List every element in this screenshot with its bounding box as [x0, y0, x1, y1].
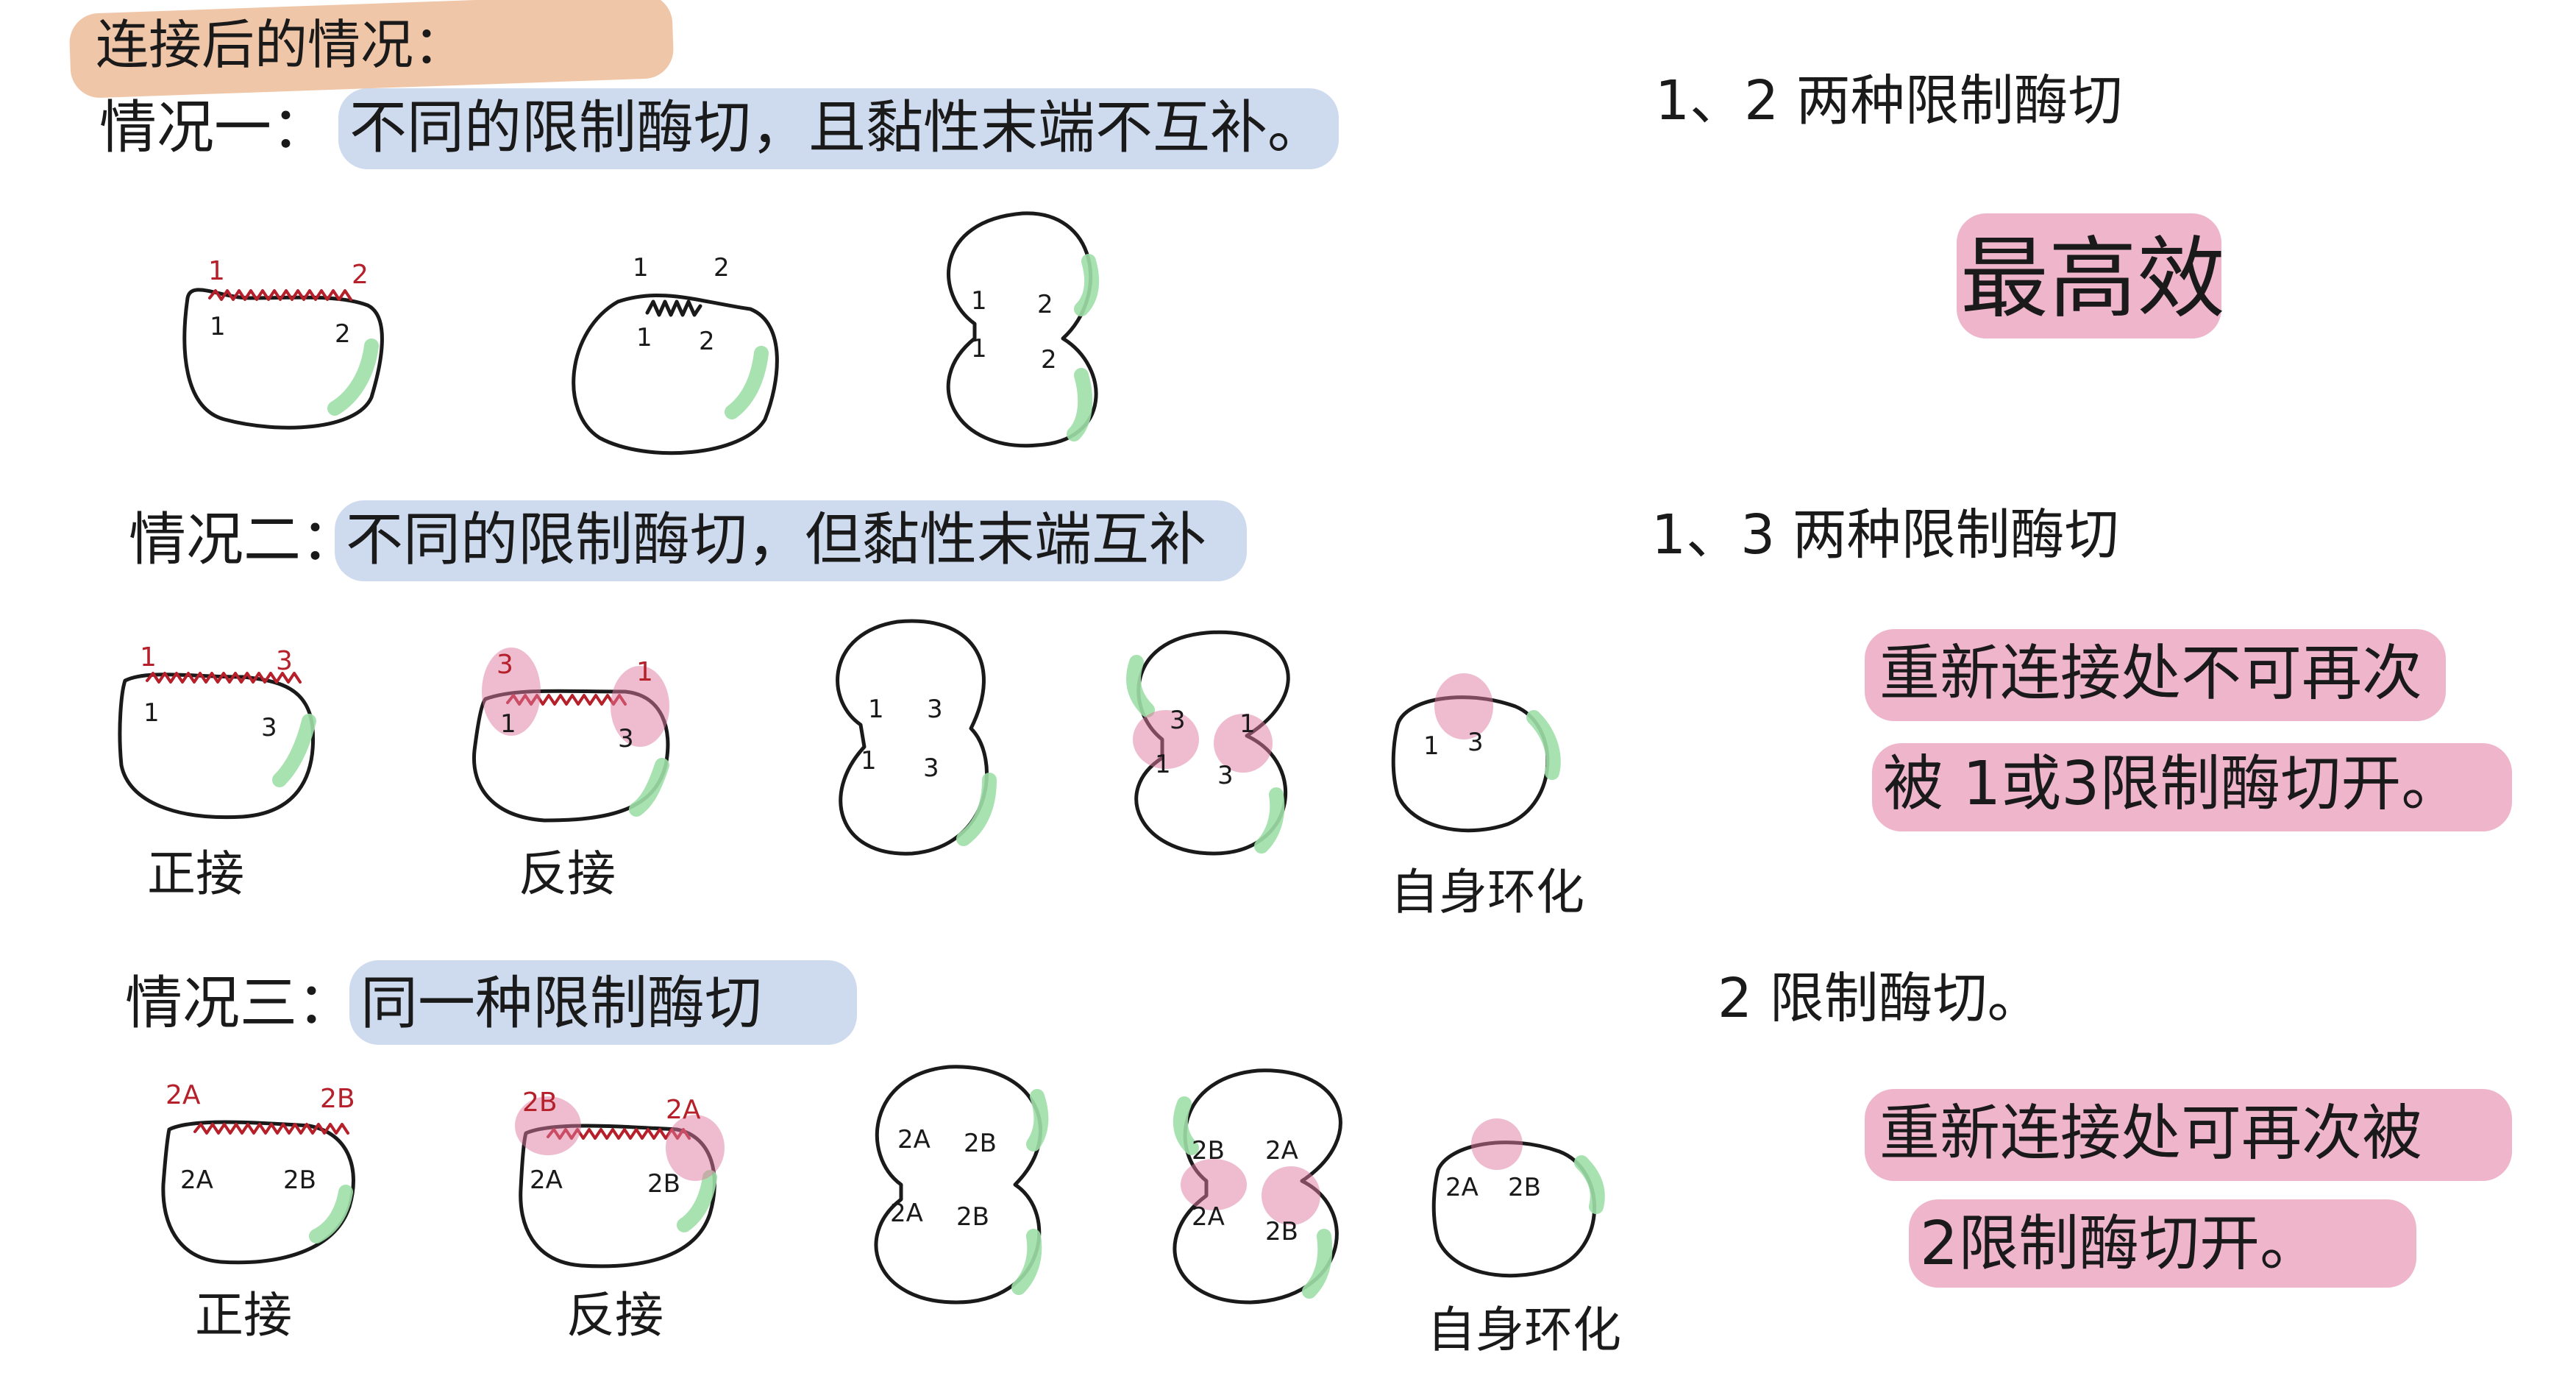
svg-text:1: 1 — [1423, 731, 1440, 761]
case2-diagram-1 — [118, 672, 316, 820]
r3-note2: 2限制酶切开。 — [1920, 1209, 2321, 1279]
r2-note2: 被 1或3限制酶切开。 — [1883, 749, 2462, 819]
case3-desc: 同一种限制酶切 — [360, 971, 763, 1037]
r2-note1: 重新连接处不可再次 — [1879, 639, 2423, 709]
r3-note1: 重新连接处可再次被 — [1879, 1099, 2423, 1168]
svg-text:1: 1 — [971, 286, 987, 316]
svg-text:1: 1 — [868, 695, 884, 724]
svg-text:1: 1 — [210, 312, 226, 341]
svg-text:3: 3 — [923, 753, 939, 783]
svg-text:2A: 2A — [1445, 1173, 1479, 1202]
svg-text:2B: 2B — [283, 1166, 316, 1195]
svg-text:2A: 2A — [530, 1166, 563, 1195]
case1-highlight — [338, 88, 1339, 169]
case2-highlight — [335, 500, 1247, 581]
case2-caption-forward: 正接 — [147, 845, 244, 902]
case3-highlight — [349, 960, 857, 1045]
svg-text:3: 3 — [497, 650, 513, 680]
svg-text:2: 2 — [1041, 345, 1057, 375]
case1-label: 情况一： — [99, 95, 330, 161]
svg-text:2B: 2B — [1192, 1136, 1225, 1166]
svg-text:2A: 2A — [1192, 1202, 1225, 1232]
svg-text:2B: 2B — [1265, 1217, 1298, 1246]
svg-text:2A: 2A — [166, 1080, 201, 1110]
svg-text:2: 2 — [352, 260, 369, 290]
r3-note2-highlight — [1909, 1199, 2416, 1288]
svg-text:2A: 2A — [1265, 1136, 1298, 1166]
svg-text:3: 3 — [1217, 761, 1234, 790]
svg-text:2A: 2A — [666, 1095, 701, 1125]
svg-text:2B: 2B — [320, 1084, 355, 1114]
svg-text:1: 1 — [636, 323, 652, 352]
case1-diagram-3 — [946, 211, 1098, 448]
svg-text:1: 1 — [636, 657, 653, 687]
r3-heading: 2 限制酶切。 — [1718, 967, 2042, 1030]
svg-text:2A: 2A — [890, 1199, 923, 1228]
case1-diagram-2 — [572, 293, 779, 455]
r2-note2-highlight — [1872, 743, 2512, 831]
svg-text:2: 2 — [714, 253, 730, 283]
svg-text:1: 1 — [1155, 750, 1171, 779]
svg-text:3: 3 — [927, 695, 943, 724]
svg-text:3: 3 — [261, 713, 277, 742]
r2-heading: 1、3 两种限制酶切 — [1651, 503, 2119, 567]
svg-text:1: 1 — [971, 334, 987, 363]
r1-note: 最高效 — [1960, 228, 2225, 330]
case3-caption-forward: 正接 — [195, 1287, 292, 1344]
svg-text:1: 1 — [861, 746, 877, 776]
svg-text:2: 2 — [699, 327, 715, 356]
svg-text:2: 2 — [1037, 290, 1053, 319]
svg-text:3: 3 — [618, 724, 634, 753]
r1-heading: 1、2 两种限制酶切 — [1655, 69, 2123, 132]
svg-text:2B: 2B — [1508, 1173, 1541, 1202]
svg-text:1: 1 — [143, 698, 160, 728]
svg-text:3: 3 — [1170, 706, 1186, 735]
page-title: 连接后的情况： — [96, 14, 467, 76]
svg-text:2A: 2A — [180, 1166, 213, 1195]
r2-note1-highlight — [1865, 629, 2446, 721]
case2-diagram-3 — [836, 619, 989, 856]
svg-text:1: 1 — [633, 253, 649, 283]
svg-text:2B: 2B — [964, 1129, 997, 1158]
case3-diagram-3 — [874, 1065, 1042, 1305]
case2-label: 情况二： — [129, 507, 359, 573]
svg-text:1: 1 — [140, 642, 157, 673]
svg-text:2: 2 — [335, 319, 351, 349]
r3-note1-highlight — [1865, 1089, 2512, 1181]
case2-caption-self: 自身环化 — [1390, 864, 1584, 920]
case3-diagram-1 — [161, 1120, 355, 1265]
svg-text:3: 3 — [1467, 728, 1484, 757]
svg-text:2B: 2B — [647, 1169, 680, 1199]
svg-text:1: 1 — [500, 709, 516, 739]
case2-caption-reverse: 反接 — [519, 845, 616, 902]
svg-text:1: 1 — [208, 256, 225, 286]
case2-desc: 不同的限制酶切，但黏性末端互补 — [346, 507, 1207, 573]
case3-caption-self: 自身环化 — [1427, 1302, 1621, 1358]
r1-note-highlight — [1957, 213, 2221, 338]
svg-text:3: 3 — [276, 646, 293, 676]
svg-text:2A: 2A — [897, 1125, 931, 1154]
svg-text:2B: 2B — [522, 1088, 558, 1118]
svg-text:1: 1 — [1239, 709, 1256, 739]
svg-text:2B: 2B — [956, 1202, 989, 1232]
case3-label: 情况三： — [125, 971, 355, 1037]
case3-caption-reverse: 反接 — [566, 1287, 663, 1344]
case1-diagram-1 — [182, 288, 384, 430]
case1-desc: 不同的限制酶切，且黏性末端不互补。 — [349, 95, 1326, 161]
